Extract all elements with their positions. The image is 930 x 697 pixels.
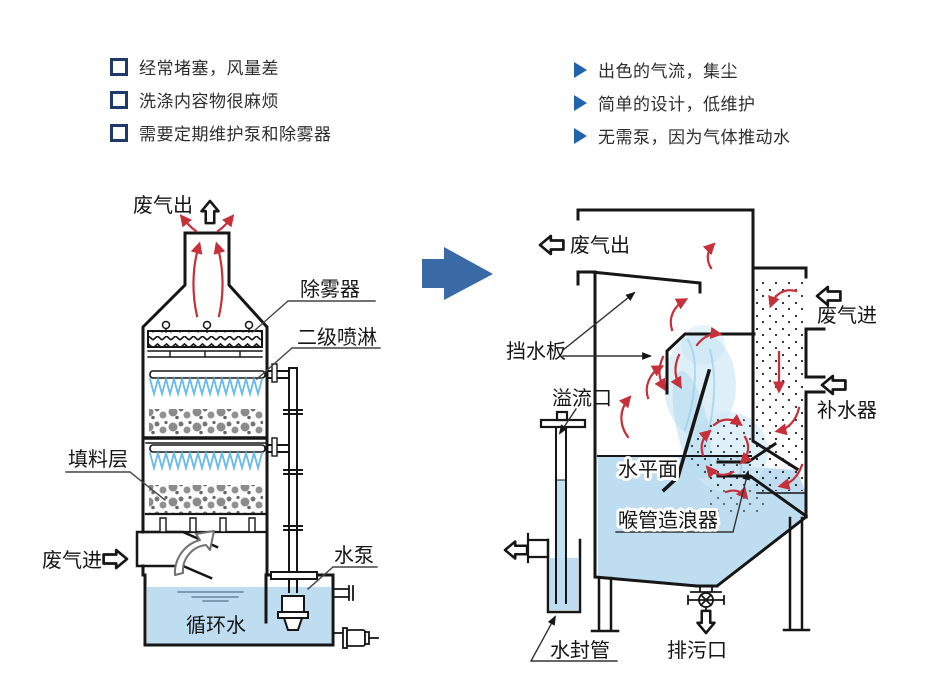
water-pump-body [277,595,309,631]
con-item-label: 洗涤内容物很麻烦 [139,92,279,112]
water-seal-pipe-label: 水封管 [550,638,610,662]
spray-jets [148,375,264,398]
gas-swirl-arrow [173,530,215,576]
spray-jets [148,449,264,472]
demister-mesh [147,330,263,348]
list-item: 经常堵塞，风量差 [110,50,332,83]
list-item: 出色的气流，集尘 [574,53,791,86]
water-pump-label: 水泵 [334,543,374,567]
packing-bed [149,485,263,513]
pro-item-label: 简单的设计，低维护 [598,95,756,115]
tower-outline [141,231,335,647]
right-scrubber-diagram: 废气出 挡水板 溢流口 水平面 喉管造浪器 废气进 补水器 水封管 排污口 [503,208,877,662]
list-item: 简单的设计，低维护 [574,86,791,119]
gas-flow-arrows [618,242,804,500]
square-bullet-icon [110,57,128,76]
spray-header [149,444,266,453]
left-scrubber-diagram: 废气出 除雾器 二级喷淋 填料层 废气进 水泵 循环水 [42,193,381,649]
gas-out-label: 废气出 [133,193,193,217]
support-legs [590,516,811,633]
pro-item-label: 无需泵，因为气体推动水 [598,128,791,148]
seal-outlet-arrow-icon [503,540,529,560]
pro-item-label: 出色的气流，集尘 [598,62,738,82]
gas-flow-arrows [179,214,235,318]
list-item: 无需泵，因为气体推动水 [574,119,791,152]
overflow-port-label: 溢流口 [552,386,612,410]
circulating-water-label: 循环水 [186,613,246,637]
triangle-bullet-icon [574,61,587,78]
pump-piping [266,363,303,593]
demister-label: 除雾器 [300,277,360,301]
water-level-label: 水平面 [618,457,678,481]
packing-layer-label: 填料层 [68,447,128,471]
callout-leaders [530,291,748,662]
throat-wave-maker-label: 喉管造浪器 [618,508,718,532]
cons-list: 经常堵塞，风量差 洗涤内容物很麻烦 需要定期维护泵和除雾器 [110,50,332,149]
overflow-assembly [526,410,587,614]
channel-water-fill [755,493,806,556]
gas-out-arrow-icon [538,234,565,256]
con-item-label: 经常堵塞，风量差 [139,59,279,79]
gas-in-label: 废气进 [817,303,877,327]
gas-in-label: 废气进 [42,548,102,572]
list-item: 需要定期维护泵和除雾器 [110,116,332,149]
square-bullet-icon [110,90,128,109]
drain-valve [687,586,725,612]
packing-bed [149,409,263,435]
transition-arrow [422,247,493,300]
secondary-spray-label: 二级喷淋 [297,325,377,349]
con-item-label: 需要定期维护泵和除雾器 [139,125,332,145]
list-item: 洗涤内容物很麻烦 [110,83,332,116]
water-baffle-label: 挡水板 [506,339,566,363]
callout-leaders [65,300,381,590]
water-refiller-label: 补水器 [817,398,877,422]
pros-list: 出色的气流，集尘 简单的设计，低维护 无需泵，因为气体推动水 [574,53,791,152]
drain-arrow-icon [696,609,716,635]
water-refill-arrow-icon [820,374,847,396]
gas-out-label: 废气出 [570,233,630,257]
triangle-bullet-icon [574,94,587,111]
pump-mount-plate [270,571,318,580]
tank-fittings [332,585,379,649]
square-bullet-icon [110,123,128,142]
dust-particles [690,279,804,514]
gas-in-arrow-icon [102,548,129,570]
triangle-bullet-icon [574,127,587,144]
drain-outlet-label: 排污口 [667,638,727,662]
gas-out-arrow-icon [200,199,220,225]
spray-header [149,370,266,379]
